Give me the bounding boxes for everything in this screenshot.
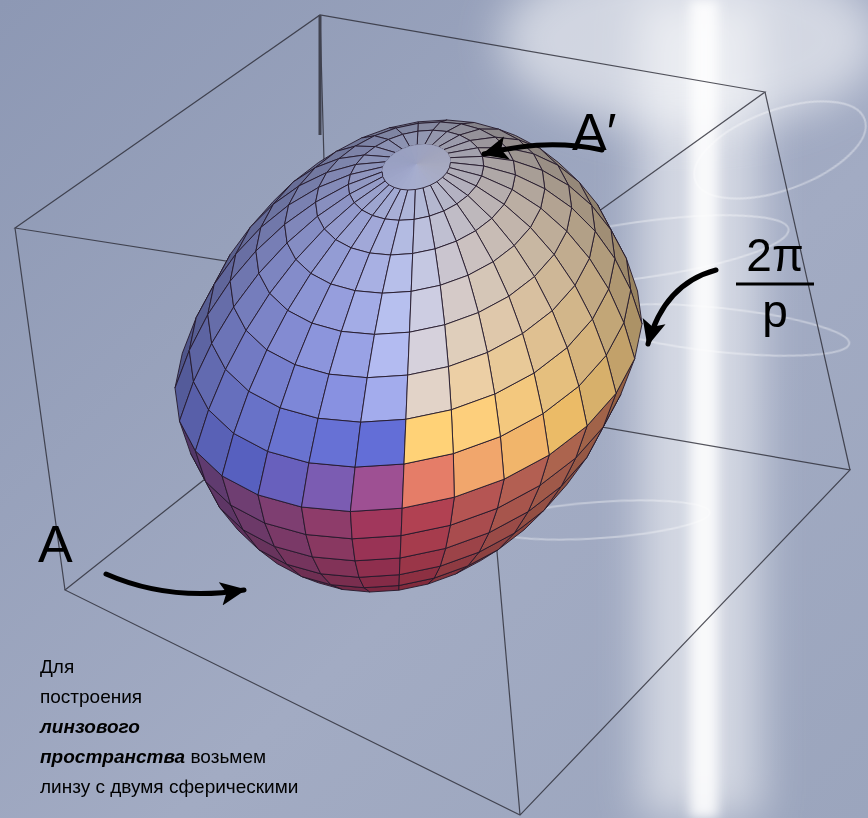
lens-facet	[375, 291, 412, 334]
lens-facet	[302, 463, 356, 512]
fraction-bar	[736, 283, 814, 286]
lens-facet	[404, 410, 453, 464]
emphasis-term: линзового пространства	[40, 716, 185, 767]
angle-denominator: p	[762, 288, 788, 334]
wireframe-cube	[15, 15, 850, 815]
lens-facet	[382, 254, 412, 294]
lens-facet	[394, 165, 416, 190]
lens-facet	[401, 165, 417, 191]
lens-facet	[350, 508, 402, 539]
lens-facet	[329, 331, 375, 377]
lens-facet	[350, 464, 404, 512]
light-glow	[500, 0, 868, 130]
lens-solid	[175, 120, 642, 592]
lens-facet	[413, 216, 435, 253]
lens-facet	[302, 507, 353, 539]
lens-facet	[487, 334, 534, 395]
lens-facet	[411, 249, 440, 292]
lens-facet	[355, 558, 400, 577]
lens-facet	[399, 190, 415, 221]
pointer-arrow	[106, 574, 244, 594]
caption-text: Для построения линзового пространства во…	[40, 652, 340, 802]
point-label: A′	[572, 106, 616, 158]
lens-facet	[355, 419, 406, 467]
lens-facet	[309, 418, 361, 467]
light-beam	[690, 0, 718, 818]
lens-facet	[352, 536, 401, 561]
lens-facet	[318, 374, 367, 422]
lens-facet	[410, 285, 445, 332]
lens-facet	[367, 332, 409, 378]
pointer-arrow	[648, 270, 716, 344]
light-swirls	[488, 82, 868, 546]
lens-facet	[414, 188, 429, 220]
angle-numerator: 2π	[746, 232, 803, 278]
lens-facet	[391, 219, 415, 255]
pointer-arrows	[106, 145, 716, 594]
point-label: A	[38, 518, 73, 570]
lens-facet	[415, 165, 423, 190]
lens-facet	[451, 394, 500, 454]
caption-text: Для построения	[40, 656, 142, 707]
lens-facet	[361, 375, 408, 422]
